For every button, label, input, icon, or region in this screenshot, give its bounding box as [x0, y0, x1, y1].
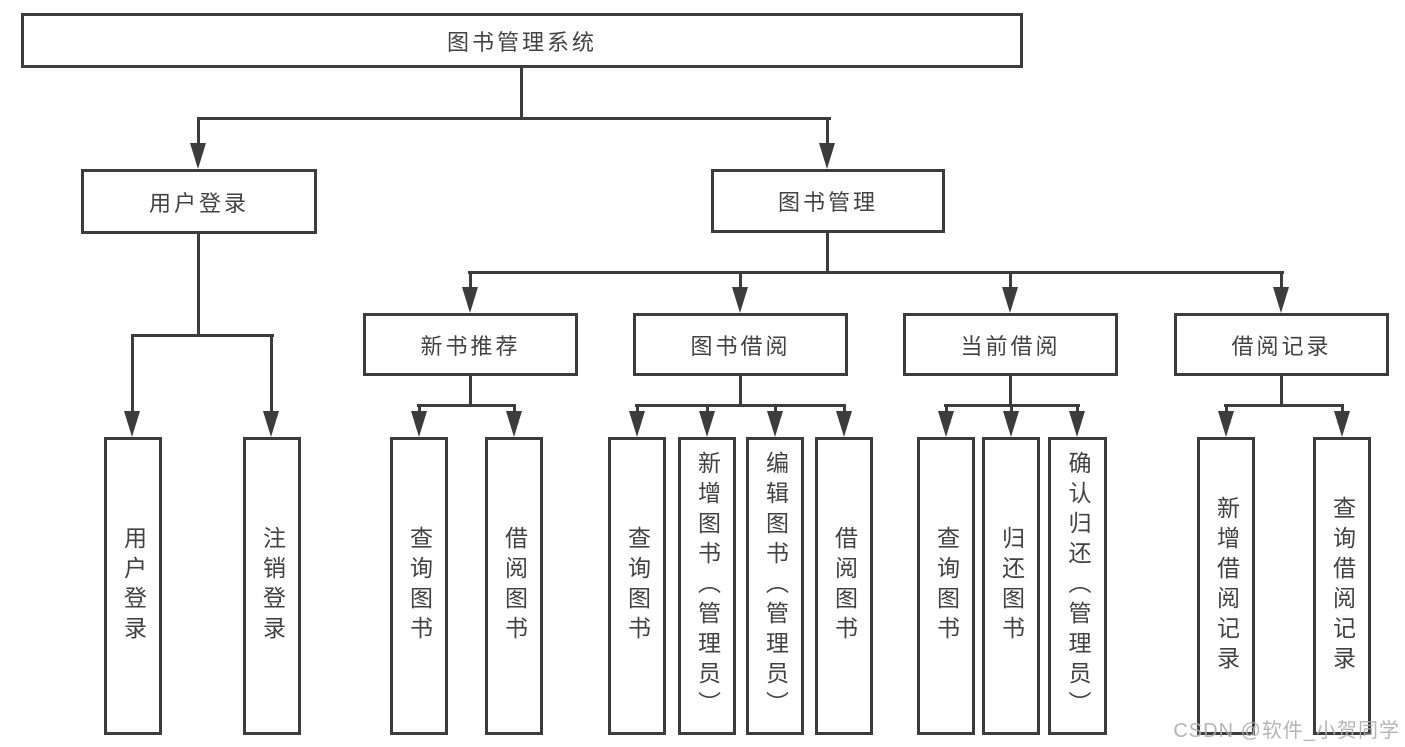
- leaf-current-query-books: 查询图书: [917, 437, 975, 735]
- node-label: 新增借阅记录: [1213, 496, 1240, 676]
- arrowhead-down: [819, 143, 835, 169]
- node-label: 确认归还（管理员）: [1065, 451, 1091, 721]
- arrowhead-down: [1003, 411, 1019, 437]
- node-current-borrowing: 当前借阅: [903, 313, 1118, 376]
- connector-line: [197, 234, 200, 336]
- node-user-login: 用户登录: [81, 169, 317, 234]
- arrowhead-down: [1334, 411, 1350, 437]
- arrowhead-down: [629, 411, 645, 437]
- connector-line: [1009, 271, 1012, 288]
- connector-line: [843, 404, 846, 414]
- node-label: 图书借阅: [690, 333, 791, 359]
- connector-line: [513, 404, 516, 414]
- node-label: 查询借阅记录: [1329, 496, 1356, 676]
- connector-line: [418, 404, 421, 414]
- node-label: 归还图书: [998, 526, 1025, 646]
- leaf-newbook-borrow-books: 借阅图书: [485, 437, 543, 735]
- leaf-newbook-query-books: 查询图书: [390, 437, 448, 735]
- connector-line: [774, 404, 777, 414]
- connector-line: [1076, 404, 1079, 414]
- connector-line: [197, 117, 831, 120]
- node-label: 用户登录: [120, 526, 147, 646]
- node-borrowing-records: 借阅记录: [1174, 313, 1389, 376]
- arrowhead-down: [263, 411, 279, 437]
- node-label: 借阅图书: [831, 526, 858, 646]
- connector-line: [1009, 376, 1012, 406]
- leaf-borrow-edit-books-admin: 编辑图书（管理员）: [746, 437, 804, 735]
- arrowhead-down: [462, 287, 478, 313]
- arrowhead-down: [836, 411, 852, 437]
- connector-line: [1010, 404, 1013, 414]
- connector-line: [131, 334, 134, 412]
- node-label: 查询图书: [933, 526, 960, 646]
- connector-line: [739, 271, 742, 288]
- connector-line: [826, 233, 829, 273]
- arrowhead-down: [699, 411, 715, 437]
- connector-line: [636, 404, 639, 414]
- connector-line: [1224, 404, 1344, 407]
- connector-line: [469, 376, 472, 406]
- connector-line: [739, 376, 742, 406]
- arrowhead-down: [732, 287, 748, 313]
- arrowhead-down: [938, 411, 954, 437]
- node-label: 借阅图书: [501, 526, 528, 646]
- arrowhead-down: [411, 411, 427, 437]
- node-label: 编辑图书（管理员）: [762, 451, 789, 721]
- connector-line: [1280, 376, 1283, 406]
- connector-line: [131, 334, 274, 337]
- watermark: CSDN @软件_小贺同学: [1173, 720, 1400, 742]
- connector-line: [635, 404, 846, 407]
- connector-line: [520, 67, 523, 118]
- connector-line: [706, 404, 709, 414]
- node-new-book-recommendation: 新书推荐: [363, 313, 578, 376]
- node-label: 注销登录: [259, 526, 286, 646]
- node-label: 新书推荐: [420, 333, 521, 359]
- connector-line: [417, 404, 516, 407]
- node-book-management: 图书管理: [711, 169, 945, 233]
- arrowhead-down: [1273, 287, 1289, 313]
- leaf-current-confirm-return-admin: 确认归还（管理员）: [1048, 437, 1107, 735]
- connector-line: [945, 404, 948, 414]
- arrowhead-down: [124, 411, 140, 437]
- connector-line: [1225, 404, 1228, 414]
- leaf-borrow-borrow-books: 借阅图书: [815, 437, 873, 735]
- connector-line: [826, 117, 829, 145]
- node-label: 当前借阅: [960, 333, 1061, 359]
- leaf-borrow-add-books-admin: 新增图书（管理员）: [678, 437, 736, 735]
- arrowhead-down: [506, 411, 522, 437]
- node-label: 新增图书（管理员）: [694, 451, 721, 721]
- connector-line: [1341, 404, 1344, 414]
- connector-line: [468, 271, 1284, 274]
- leaf-borrow-query-books: 查询图书: [608, 437, 666, 735]
- leaf-logout-login: 注销登录: [243, 437, 301, 735]
- node-label: 用户登录: [148, 190, 249, 216]
- leaf-records-add-borrow-record: 新增借阅记录: [1197, 437, 1255, 735]
- arrowhead-down: [767, 411, 783, 437]
- leaf-user-login: 用户登录: [104, 437, 162, 735]
- connector-line: [197, 117, 200, 145]
- arrowhead-down: [1218, 411, 1234, 437]
- arrowhead-down: [190, 143, 206, 169]
- connector-line: [469, 271, 472, 288]
- node-label: 借阅记录: [1231, 333, 1332, 359]
- leaf-current-return-books: 归还图书: [982, 437, 1040, 735]
- node-label: 图书管理系统: [446, 29, 597, 55]
- node-label: 查询图书: [406, 526, 433, 646]
- node-label: 图书管理: [777, 190, 878, 215]
- arrowhead-down: [1069, 411, 1085, 437]
- arrowhead-down: [1002, 287, 1018, 313]
- node-library-system: 图书管理系统: [21, 13, 1023, 68]
- node-label: 查询图书: [624, 526, 651, 646]
- connector-line: [1280, 271, 1283, 288]
- connector-line: [270, 334, 273, 412]
- node-book-borrowing: 图书借阅: [633, 313, 848, 376]
- leaf-records-query-borrow-record: 查询借阅记录: [1313, 437, 1371, 735]
